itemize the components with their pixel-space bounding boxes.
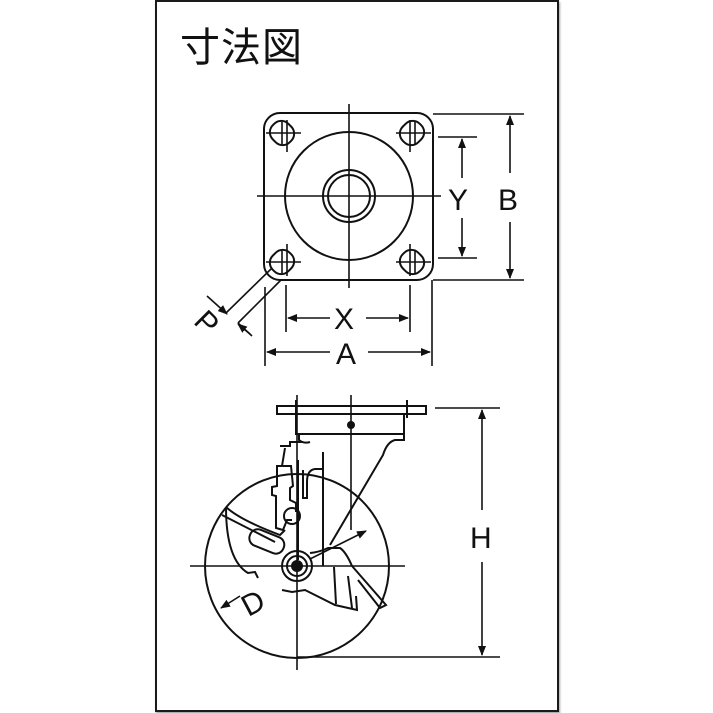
dimension-b: [433, 113, 524, 281]
label-d: D: [236, 584, 271, 623]
label-a: A: [336, 338, 356, 371]
drawing-frame: [155, 0, 559, 712]
swivel-raceway-circle: [284, 131, 414, 261]
brake-lever-body: [271, 447, 292, 532]
label-h: H: [470, 522, 492, 555]
brake-roller: [283, 507, 301, 525]
brake-pedal-lower: [281, 588, 359, 612]
label-b: B: [498, 184, 518, 217]
axle-outer: [281, 550, 313, 582]
axle-center: [291, 560, 303, 572]
fork-leg: [329, 434, 405, 546]
axle-inner: [286, 555, 308, 577]
brake-pedal: [309, 547, 388, 610]
brake-shoe-left: [225, 506, 259, 579]
bolt-hole-bottom-right: [396, 244, 431, 276]
dimension-p: [206, 268, 282, 337]
hub-outer-circle: [322, 169, 376, 223]
brake-slot: [248, 528, 286, 555]
label-y: Y: [448, 184, 468, 217]
dimension-d-arrow-left: [220, 595, 241, 609]
dimension-x: [285, 285, 411, 332]
bolt-hole-bottom-left: [266, 244, 301, 276]
brake-shoe-upper: [225, 506, 286, 537]
label-p: P: [187, 304, 224, 341]
top-plate-view: Y B X A P: [187, 104, 524, 371]
kingpin-dot: [347, 421, 355, 429]
swivel-housing: [295, 414, 405, 435]
dimension-d-arrow-right: [309, 530, 367, 560]
bolt-hole-top-right: [396, 119, 431, 152]
dimension-y: [438, 136, 477, 259]
caster-side-view: D H: [190, 395, 500, 670]
drawing-title: 寸法図: [180, 25, 303, 71]
dimension-a: [264, 280, 433, 366]
label-x: X: [334, 303, 354, 336]
hub-inner-circle: [327, 174, 371, 218]
bolt-hole-top-left: [266, 119, 301, 152]
